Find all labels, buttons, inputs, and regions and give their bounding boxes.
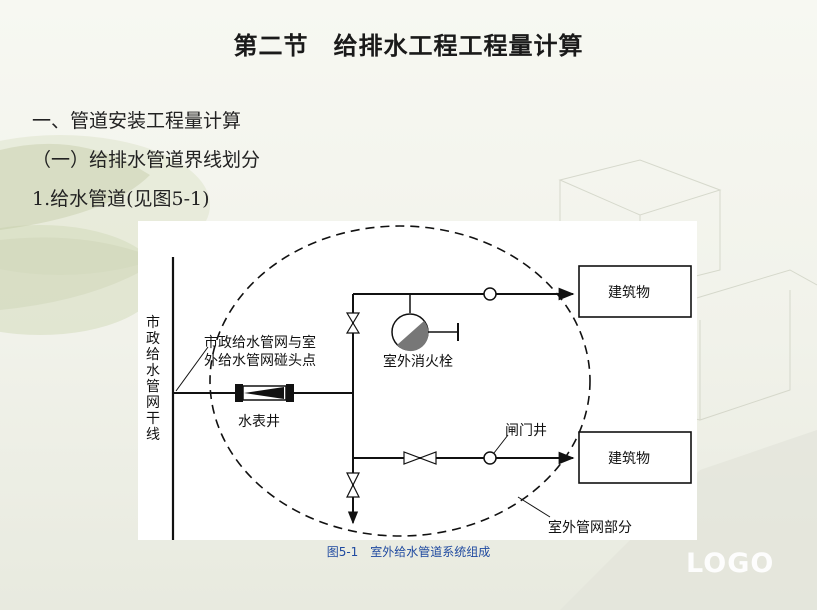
logo: LOGO	[686, 548, 775, 579]
fire-hydrant-symbol	[391, 313, 459, 352]
gate-well-label: 闸门井	[505, 423, 547, 439]
svg-text:政: 政	[146, 331, 160, 347]
gate-well-circle	[483, 451, 497, 465]
outdoor-network-label: 室外管网部分	[548, 519, 632, 536]
svg-text:市: 市	[146, 314, 160, 331]
building-top	[578, 265, 692, 318]
upper-valve-circle	[483, 287, 497, 301]
svg-text:给: 给	[146, 347, 160, 363]
svg-text:管: 管	[146, 379, 160, 395]
subsection-heading: （一）给排水管道界线划分	[32, 149, 261, 171]
water-meter-label: 水表井	[238, 414, 280, 430]
water-meter-well	[235, 384, 294, 402]
outdoor-network-boundary	[209, 225, 591, 537]
fire-hydrant-label: 室外消火栓	[383, 353, 453, 370]
svg-text:水: 水	[146, 363, 160, 379]
water-supply-diagram: 市 政 给 水 管 网 干 线 市政给水管网与室 外给水管网碰头点	[138, 221, 697, 540]
junction-label-2: 外给水管网碰头点	[204, 353, 316, 369]
junction-label-1: 市政给水管网与室	[204, 334, 316, 351]
svg-text:干: 干	[146, 411, 160, 427]
svg-text:线: 线	[146, 427, 160, 443]
main-trunk-label: 市 政 给 水 管 网 干 线	[146, 314, 160, 443]
slide-title: 第二节 给排水工程工程量计算	[233, 32, 584, 60]
figure-caption: 图5-1 室外给水管道系统组成	[326, 545, 491, 559]
svg-text:网: 网	[146, 395, 160, 411]
building-bottom	[578, 431, 692, 484]
building-top-label: 建筑物	[608, 285, 650, 301]
section-heading: 一、管道安装工程量计算	[32, 110, 242, 132]
building-bottom-label: 建筑物	[608, 451, 650, 467]
item-heading: 1.给水管道(见图5-1)	[32, 188, 210, 210]
